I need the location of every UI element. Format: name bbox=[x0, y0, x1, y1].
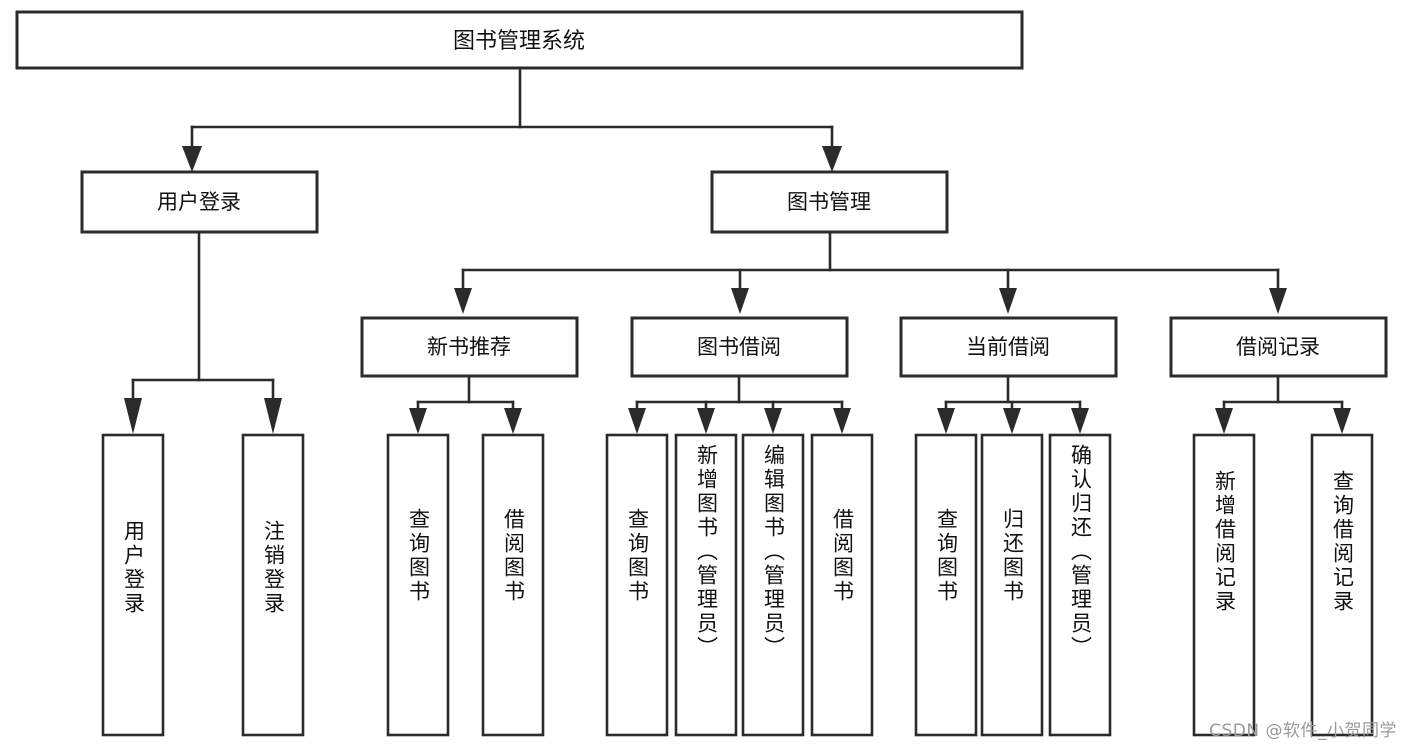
arrow-head-leaf-logout bbox=[264, 398, 282, 434]
leaf-box-br-query-record[interactable] bbox=[1310, 433, 1374, 737]
arrow-head-book-borrow bbox=[731, 288, 749, 314]
leaf-box-bb-borrow-book[interactable] bbox=[810, 433, 874, 737]
node-new-book-recommend-box[interactable] bbox=[360, 316, 579, 378]
node-user-login[interactable]: 用户登录 bbox=[80, 170, 319, 234]
node-current-borrow-label: 当前借阅 bbox=[966, 335, 1050, 359]
node-book-manage-box[interactable] bbox=[710, 170, 949, 234]
arrow-head-cb-return bbox=[1003, 408, 1021, 434]
edge-group-user-login-to-leaves bbox=[124, 231, 282, 434]
arrow-head-br-query bbox=[1333, 408, 1351, 434]
node-root-system-label: 图书管理系统 bbox=[453, 29, 585, 54]
leaf-box-nb-query-book[interactable] bbox=[386, 433, 450, 737]
leaf-box-logout[interactable] bbox=[241, 433, 305, 737]
node-borrow-record[interactable]: 借阅记录 bbox=[1169, 316, 1388, 378]
leaf-box-cb-query-book[interactable] bbox=[914, 433, 978, 737]
node-root-system[interactable]: 图书管理系统 bbox=[15, 10, 1024, 70]
node-root-system-box[interactable] bbox=[15, 10, 1024, 70]
arrow-head-cb-query bbox=[937, 408, 955, 434]
node-new-book-recommend[interactable]: 新书推荐 bbox=[360, 316, 579, 378]
node-book-manage-label: 图书管理 bbox=[787, 190, 871, 214]
leaf-box-nb-borrow-book[interactable] bbox=[481, 433, 545, 737]
node-book-borrow[interactable]: 图书借阅 bbox=[630, 316, 849, 378]
arrow-head-leaf-user-login bbox=[124, 398, 142, 434]
leaf-box-bb-edit-book[interactable] bbox=[741, 433, 805, 737]
leaf-box-cb-confirm-return[interactable] bbox=[1048, 433, 1112, 737]
edge-group-root-to-level2 bbox=[182, 66, 842, 172]
node-new-book-recommend-label: 新书推荐 bbox=[427, 335, 511, 359]
leaf-box-user-login[interactable] bbox=[101, 433, 165, 737]
node-current-borrow-box[interactable] bbox=[899, 316, 1118, 378]
leaf-box-bb-query-book[interactable] bbox=[605, 433, 669, 737]
leaf-box-br-add-record[interactable] bbox=[1192, 433, 1256, 737]
node-user-login-box[interactable] bbox=[80, 170, 319, 234]
node-book-manage[interactable]: 图书管理 bbox=[710, 170, 949, 234]
arrow-head-cb-confirm bbox=[1071, 408, 1089, 434]
arrow-head-user-login bbox=[182, 146, 202, 172]
edge-group-book-manage-to-level3 bbox=[454, 231, 1287, 314]
node-borrow-record-box[interactable] bbox=[1169, 316, 1388, 378]
node-book-borrow-box[interactable] bbox=[630, 316, 849, 378]
node-book-borrow-label: 图书借阅 bbox=[697, 335, 781, 359]
edge-group-borrow-record-to-leaves bbox=[1215, 376, 1351, 434]
arrow-head-bb-query bbox=[628, 408, 646, 434]
arrow-head-bb-add bbox=[697, 408, 715, 434]
arrow-head-bb-borrow bbox=[833, 408, 851, 434]
arrow-head-nb-query bbox=[409, 408, 427, 434]
edge-group-new-book-to-leaves bbox=[409, 376, 522, 434]
arrow-head-nb-borrow bbox=[504, 408, 522, 434]
arrow-head-current-borrow bbox=[999, 288, 1017, 314]
node-borrow-record-label: 借阅记录 bbox=[1236, 335, 1320, 359]
arrow-head-bb-edit bbox=[764, 408, 782, 434]
arrow-head-book-manage bbox=[822, 146, 842, 172]
leaf-box-cb-return-book[interactable] bbox=[980, 433, 1044, 737]
arrow-head-borrow-record bbox=[1269, 288, 1287, 314]
arrow-head-new-book bbox=[454, 288, 472, 314]
node-current-borrow[interactable]: 当前借阅 bbox=[899, 316, 1118, 378]
csdn-watermark: CSDN @软件_小贺同学 bbox=[1209, 721, 1397, 741]
edge-group-current-borrow-to-leaves bbox=[937, 376, 1089, 434]
leaf-box-bb-add-book[interactable] bbox=[674, 433, 738, 737]
arrow-head-br-add bbox=[1215, 408, 1233, 434]
edge-group-book-borrow-to-leaves bbox=[628, 376, 851, 434]
node-user-login-label: 用户登录 bbox=[157, 190, 241, 214]
